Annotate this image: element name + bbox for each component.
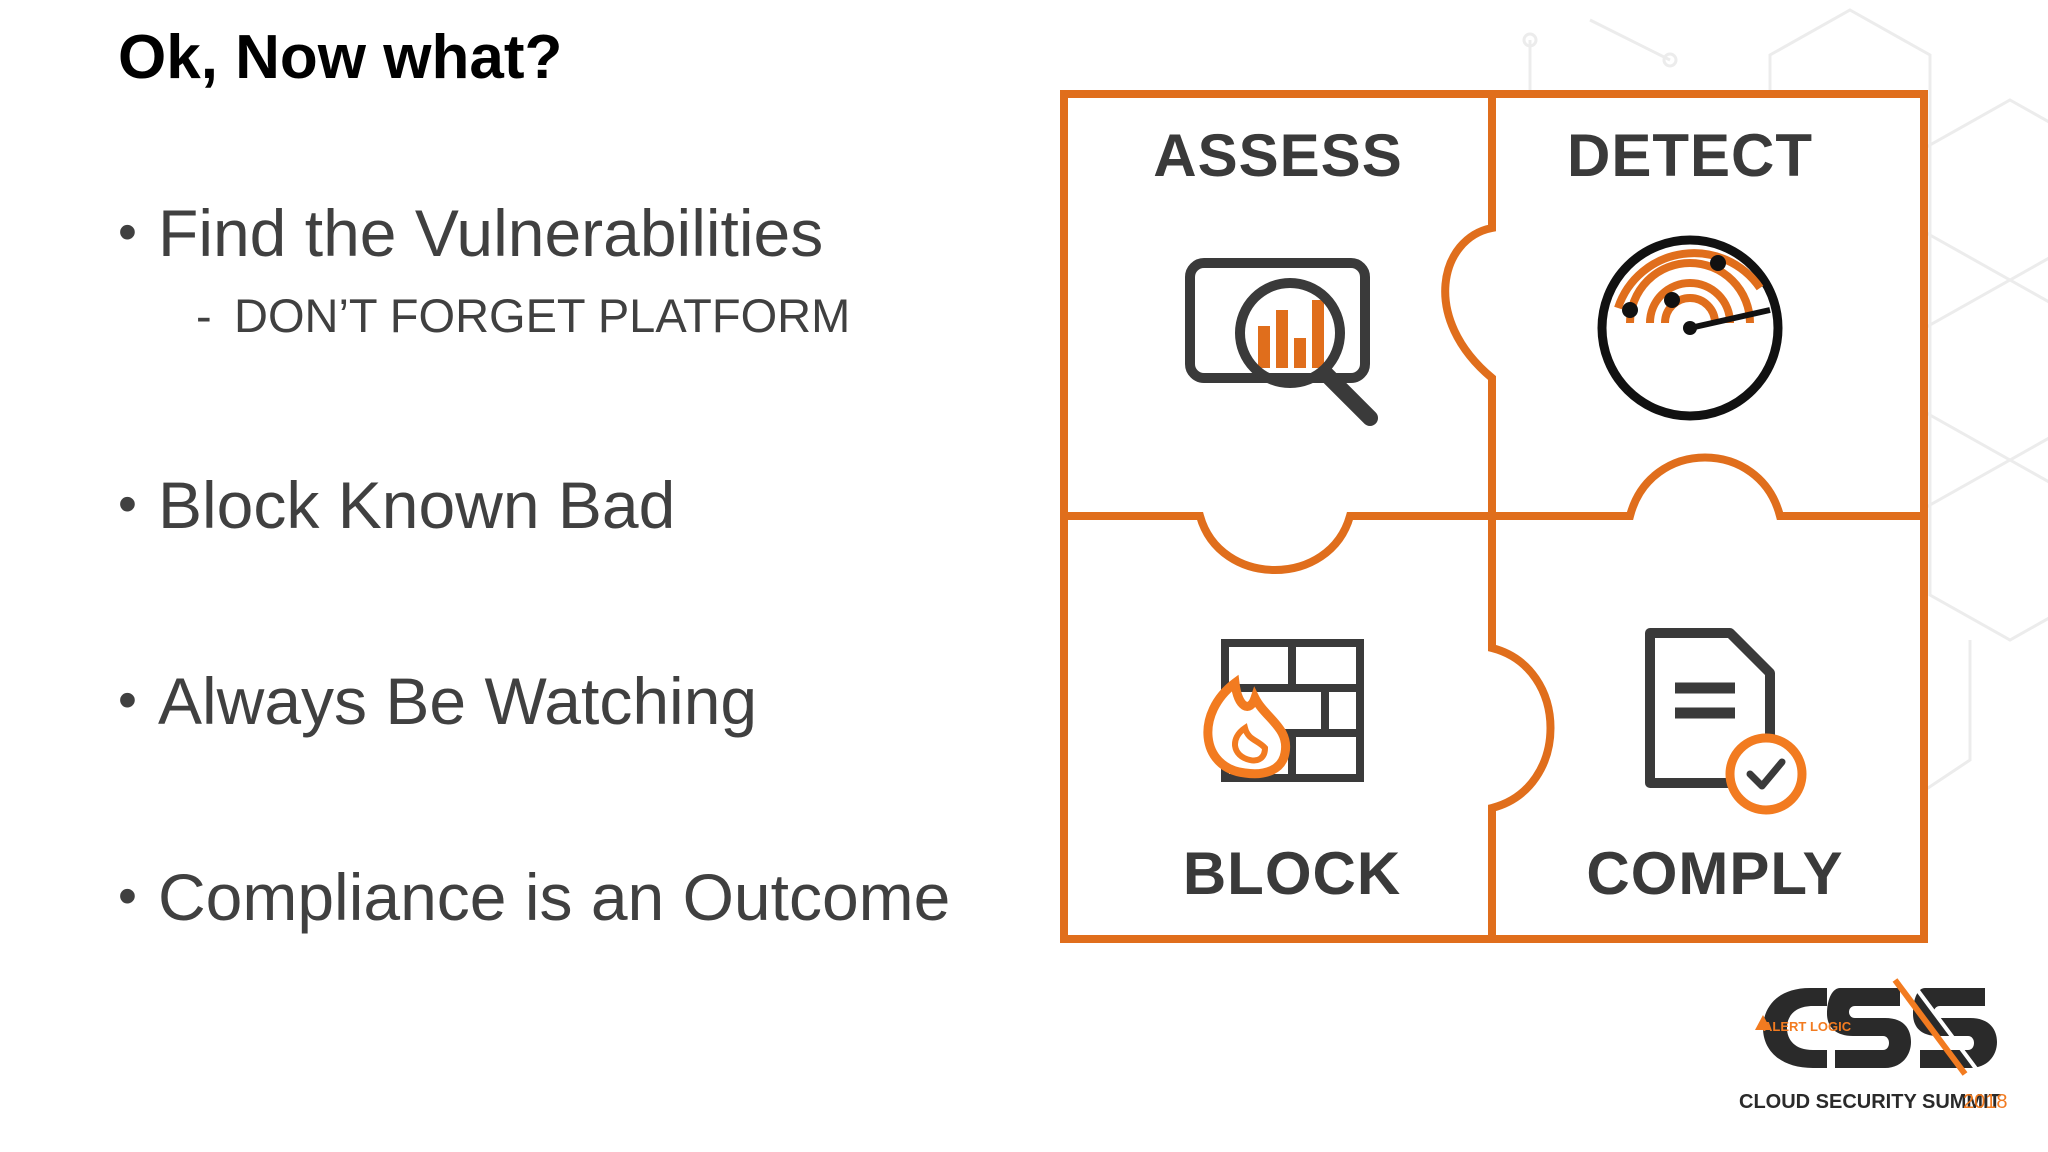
sub-bullet-text: DON’T FORGET PLATFORM xyxy=(234,289,851,342)
bullet-text: Compliance is an Outcome xyxy=(158,860,951,934)
bullet-dot: • xyxy=(118,474,137,534)
logo-brand: ALERT LOGIC xyxy=(1763,1019,1852,1034)
document-check-icon xyxy=(1645,628,1807,815)
firewall-icon xyxy=(1203,639,1364,782)
bullet-item: •Find the Vulnerabilities xyxy=(118,200,823,266)
slide-title: Ok, Now what? xyxy=(118,23,563,92)
piece-label-comply: COMPLY xyxy=(1586,840,1843,907)
cloud-security-summit-logo: ALERT LOGIC CLOUD SECURITY SUMMIT 2018 xyxy=(1739,978,2008,1113)
css-mark xyxy=(1755,978,1997,1076)
sub-bullet-item: -DON’T FORGET PLATFORM xyxy=(196,292,850,339)
bullet-text: Block Known Bad xyxy=(158,468,676,542)
piece-label-detect: DETECT xyxy=(1567,122,1813,189)
puzzle-divider-vertical xyxy=(1441,94,1555,939)
magnifier-chart-icon xyxy=(1185,258,1378,426)
bullet-dot: • xyxy=(118,866,137,926)
sub-bullet-dash: - xyxy=(196,289,212,342)
puzzle-divider-horizontal xyxy=(1064,453,1924,574)
logo-event-name: CLOUD SECURITY SUMMIT xyxy=(1739,1091,2001,1113)
bullet-item: •Always Be Watching xyxy=(118,668,757,734)
bullet-item: •Block Known Bad xyxy=(118,472,675,538)
bullet-text: Always Be Watching xyxy=(158,664,758,738)
bullet-text: Find the Vulnerabilities xyxy=(158,196,824,270)
radar-icon xyxy=(1597,235,1783,421)
bullet-dot: • xyxy=(118,202,137,262)
logo-year: 2018 xyxy=(1963,1091,2008,1113)
puzzle-diagram: ASSESS DETECT BLOCK COMPLY xyxy=(1060,90,1928,943)
piece-label-block: BLOCK xyxy=(1183,840,1401,907)
piece-label-assess: ASSESS xyxy=(1153,122,1402,189)
bullet-dot: • xyxy=(118,670,137,730)
bullet-item: •Compliance is an Outcome xyxy=(118,864,950,930)
